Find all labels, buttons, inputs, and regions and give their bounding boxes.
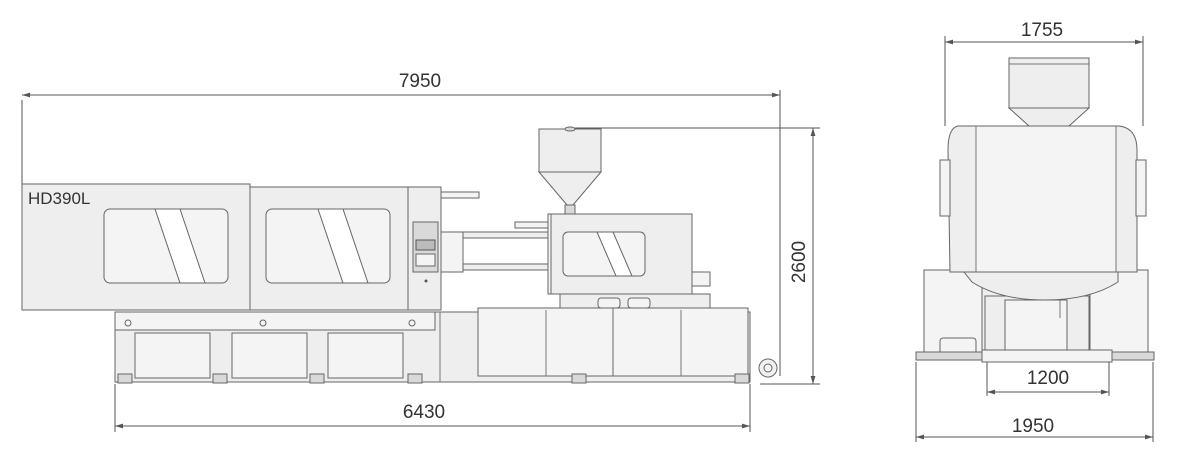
end-view-body (939, 125, 1147, 301)
top-width-dimension: 1755 (944, 20, 1144, 126)
base-width-label: 1950 (1012, 416, 1054, 437)
height-dimension: 2600 (575, 127, 820, 385)
height-label: 2600 (789, 241, 810, 283)
base-width-dimension: 1950 (915, 362, 1154, 442)
side-view: HD390L 7950 6430 2600 (21, 71, 820, 432)
foot-width-dimension: 1200 (986, 362, 1110, 396)
end-view-hopper (1007, 57, 1091, 127)
tie-bars (440, 213, 559, 295)
base-length-label: 6430 (403, 402, 445, 423)
end-view: 1755 1200 1950 (915, 20, 1155, 442)
model-label: HD390L (28, 189, 90, 208)
overall-length-dimension: 7950 (21, 71, 781, 376)
foot-width-label: 1200 (1027, 368, 1069, 389)
injection-unit (550, 213, 711, 309)
machine-base (114, 307, 778, 384)
overall-length-label: 7950 (399, 71, 441, 92)
top-width-label: 1755 (1021, 20, 1063, 41)
base-length-dimension: 6430 (114, 384, 751, 432)
clamping-unit (21, 183, 480, 311)
hopper (537, 126, 603, 215)
